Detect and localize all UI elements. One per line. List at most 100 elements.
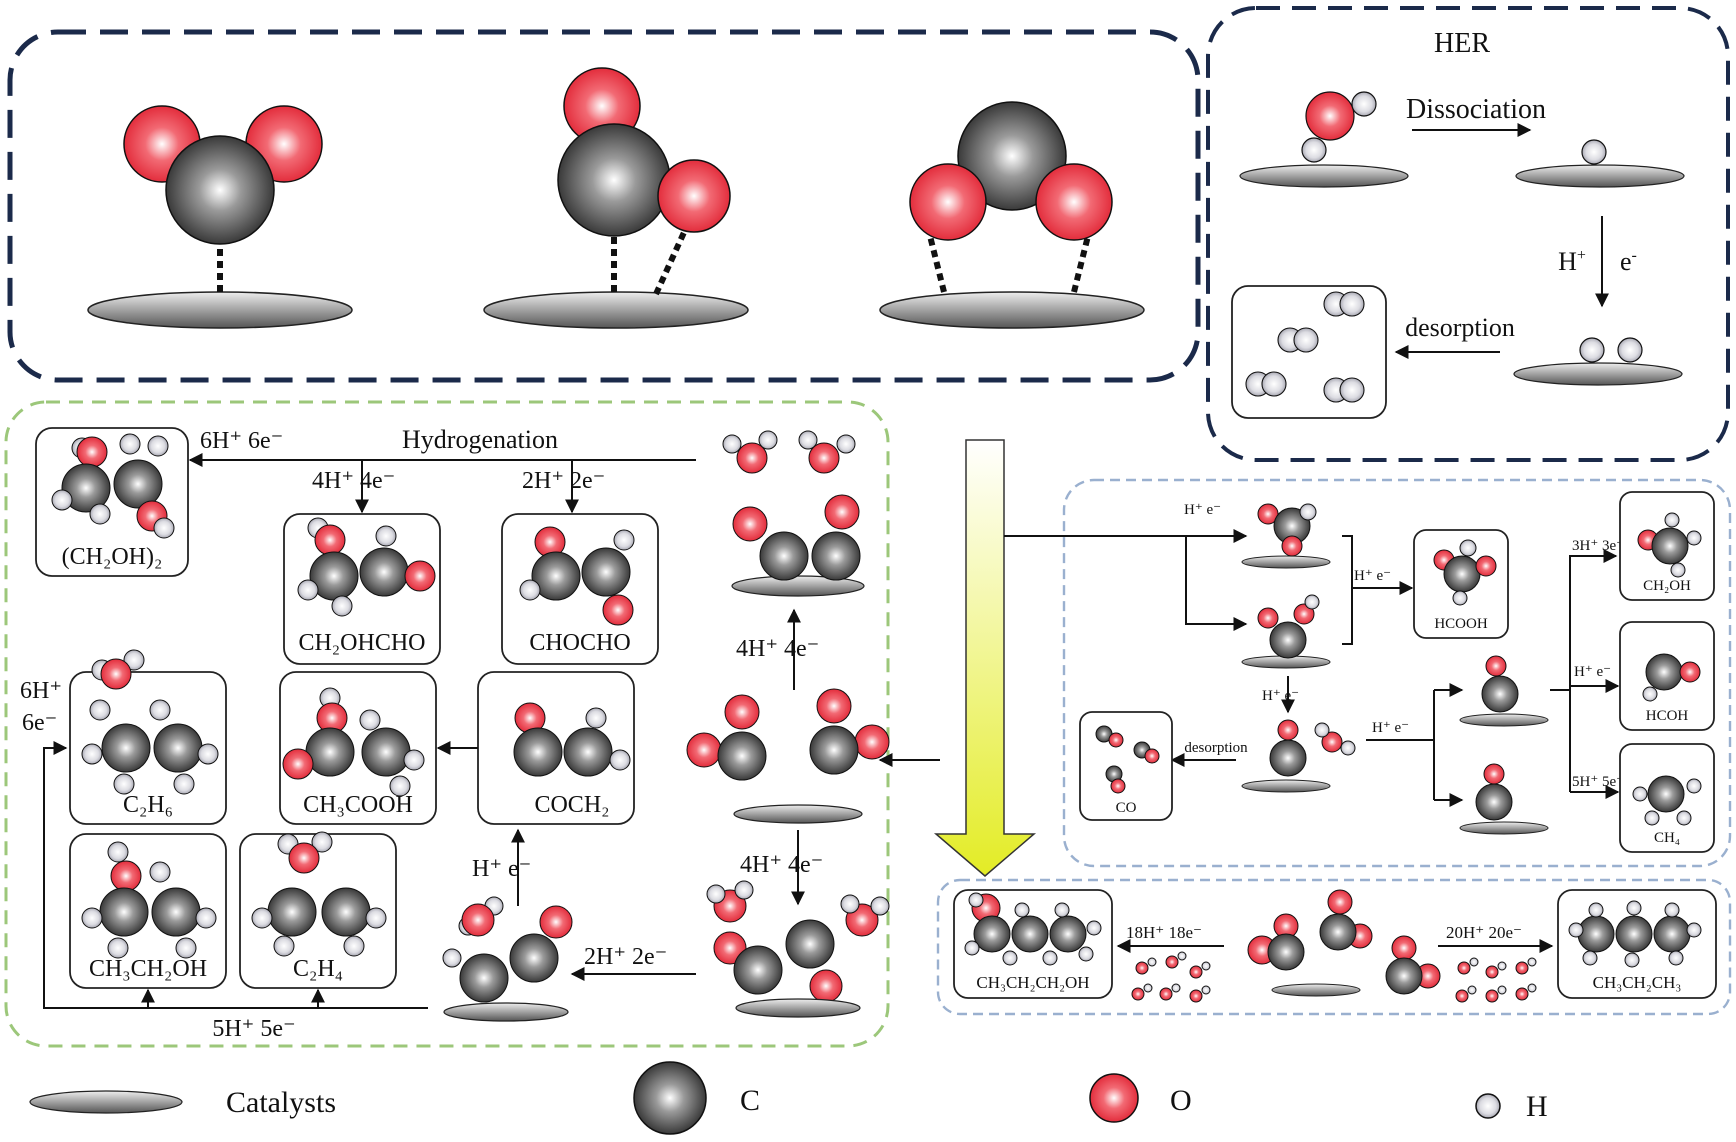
h-atom bbox=[1579, 337, 1605, 363]
catalyst-disc bbox=[483, 291, 749, 329]
legend-catalysts-label: Catalysts bbox=[226, 1086, 336, 1119]
catalyst-disc bbox=[1459, 713, 1549, 727]
ethylene-label: C₂H₄ bbox=[293, 956, 343, 982]
catalyst-disc bbox=[1513, 362, 1683, 386]
legend-carbon-icon bbox=[633, 1061, 707, 1135]
her-proton-label: H+ bbox=[1558, 247, 1586, 276]
ketene-label: COCH₂ bbox=[534, 792, 609, 818]
legend-carbon-label: C bbox=[740, 1084, 760, 1117]
ethylene-glycol-molecule bbox=[51, 433, 175, 539]
adsorption-frame bbox=[7, 29, 1201, 383]
catalyst-disc bbox=[1515, 164, 1685, 188]
c1-h-e-down-label: H⁺ e⁻ bbox=[1262, 688, 1299, 704]
catalyst-disc bbox=[443, 1002, 569, 1022]
her-panel: HER Dissociation H+ e- desorption bbox=[1231, 28, 1685, 419]
adsorption-mode-bidentate-co bbox=[483, 67, 749, 329]
ketene-molecule bbox=[513, 702, 631, 777]
h2o-molecule bbox=[736, 442, 768, 474]
h2o-molecule bbox=[808, 442, 840, 474]
dissociation-label: Dissociation bbox=[1406, 94, 1546, 125]
c3-right-label: 20H⁺ 20e⁻ bbox=[1446, 923, 1522, 942]
ethylene-molecule bbox=[251, 831, 387, 957]
c3-frame bbox=[936, 878, 1732, 1016]
c1-h-e-mid-label: H⁺ e⁻ bbox=[1354, 568, 1391, 584]
adsorption-mode-monodentate-c bbox=[87, 105, 353, 329]
co-label: CO bbox=[1116, 800, 1137, 816]
ethanol-label: CH₃CH₂OH bbox=[89, 956, 207, 982]
h-e-label: H⁺ e⁻ bbox=[472, 856, 531, 882]
o-atom bbox=[1305, 91, 1355, 141]
o-atom bbox=[657, 159, 731, 233]
o-atom bbox=[909, 163, 987, 241]
propane-molecule bbox=[1568, 900, 1702, 968]
c3-left-label: 18H⁺ 18e⁻ bbox=[1126, 923, 1202, 942]
h-atom bbox=[1351, 91, 1377, 117]
ethylene-glycol-label: (CH₂OH)₂ bbox=[62, 544, 163, 570]
water-cluster-left bbox=[1131, 951, 1211, 1003]
catalyst-disc bbox=[733, 804, 863, 824]
six-h-six-e-label: 6H⁺ 6e⁻ bbox=[200, 428, 283, 454]
c1-h-e-right-label: H⁺ e⁻ bbox=[1372, 720, 1409, 736]
catalyst-disc bbox=[1239, 164, 1409, 188]
legend-oxygen-icon bbox=[1089, 1073, 1139, 1123]
adsorption-mode-bidentate-oo bbox=[879, 101, 1145, 329]
three-h-three-e-label: 3H⁺ 3e⁻ bbox=[1572, 538, 1624, 554]
h-atom bbox=[1581, 139, 1607, 165]
six-e-left-label: 6e⁻ bbox=[22, 710, 57, 736]
catalyst-disc bbox=[879, 291, 1145, 329]
acetic-acid-molecule bbox=[282, 687, 425, 797]
hydrogenation-label: Hydrogenation bbox=[402, 425, 558, 454]
propanol-label: CH₃CH₂CH₂OH bbox=[976, 973, 1089, 992]
o-atom bbox=[1035, 163, 1113, 241]
legend: Catalysts C O H bbox=[29, 1061, 1548, 1135]
propane-label: CH₃CH₂CH₃ bbox=[1593, 973, 1682, 992]
catalyst-disc bbox=[735, 998, 861, 1018]
four-h-four-e-top-label: 4H⁺ 4e⁻ bbox=[312, 468, 395, 494]
her-desorption-label: desorption bbox=[1405, 313, 1515, 342]
four-h-four-e-down-label: 4H⁺ 4e⁻ bbox=[740, 852, 823, 878]
four-h-four-e-up-label: 4H⁺ 4e⁻ bbox=[736, 636, 819, 662]
glycolaldehyde-label: CH₂OHCHO bbox=[298, 630, 425, 656]
legend-hydrogen-icon bbox=[1475, 1093, 1501, 1119]
formic-acid-label: HCOOH bbox=[1434, 616, 1488, 632]
catalyst-disc bbox=[1241, 555, 1331, 569]
h-atom bbox=[1301, 137, 1327, 163]
two-h-two-e-bottom-label: 2H⁺ 2e⁻ bbox=[584, 944, 667, 970]
glycolaldehyde-molecule bbox=[297, 517, 436, 617]
legend-catalyst-icon bbox=[29, 1090, 183, 1114]
c2-frame bbox=[4, 400, 890, 1048]
ethanol-molecule bbox=[81, 841, 217, 959]
catalyst-disc bbox=[1241, 779, 1331, 793]
methanol-label: CH₂OH bbox=[1643, 578, 1691, 594]
legend-oxygen-label: O bbox=[1170, 1084, 1192, 1117]
c-atom bbox=[957, 101, 1067, 211]
her-frame bbox=[1206, 6, 1730, 462]
five-h-five-e-label: 5H⁺ 5e⁻ bbox=[212, 1016, 295, 1042]
glyoxal-label: CHOCHO bbox=[529, 630, 630, 656]
c1-desorption-label: desorption bbox=[1184, 740, 1248, 756]
formaldehyde-label: HCOH bbox=[1646, 708, 1689, 724]
c-atom bbox=[557, 123, 671, 237]
ethane-label: C₂H₆ bbox=[123, 792, 173, 818]
h-atom bbox=[1617, 337, 1643, 363]
propanol-molecule bbox=[964, 892, 1102, 966]
c1-h-e-top-label: H⁺ e⁻ bbox=[1184, 502, 1221, 518]
catalyst-disc bbox=[1459, 821, 1549, 835]
five-h-five-e-c1-label: 5H⁺ 5e⁻ bbox=[1572, 774, 1624, 790]
ethane-molecule bbox=[81, 649, 219, 795]
c1-frame bbox=[1062, 478, 1732, 868]
her-title: HER bbox=[1434, 28, 1490, 59]
c-atom bbox=[165, 135, 275, 245]
catalyst-disc bbox=[1271, 983, 1361, 997]
h2-molecules bbox=[1245, 291, 1365, 403]
acetic-acid-label: CH₃COOH bbox=[303, 792, 413, 818]
her-electron-label: e- bbox=[1620, 247, 1637, 276]
legend-hydrogen-label: H bbox=[1526, 1090, 1548, 1123]
c3-pathway: CH₃CH₂CH₂OH 18H⁺ 18e⁻ 20H⁺ 20e⁻ bbox=[953, 889, 1717, 1003]
c1-pathway: H⁺ e⁻ H⁺ e⁻ HCOOH H⁺ e⁻ desorption CO H⁺… bbox=[1004, 491, 1715, 853]
six-h-left-label: 6H⁺ bbox=[20, 678, 62, 704]
big-down-arrow bbox=[933, 439, 1037, 877]
glyoxal-molecule bbox=[519, 526, 635, 626]
methane-label: CH₄ bbox=[1654, 830, 1680, 846]
